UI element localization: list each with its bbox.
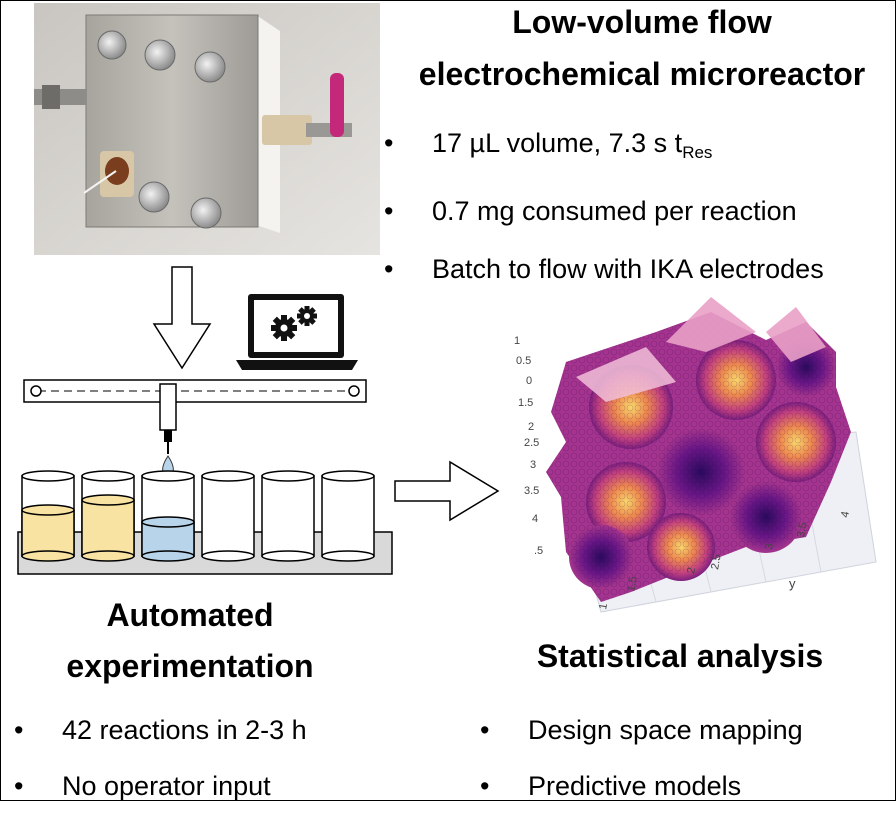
residence-time-subscript: Res <box>682 143 713 162</box>
reactor-bullet: 0.7 mg consumed per reaction <box>384 182 824 240</box>
automation-bullet-list: 42 reactions in 2-3 h No operator input <box>14 702 307 814</box>
automation-title-line2: experimentation <box>66 648 314 684</box>
axis-tick: .5 <box>534 545 543 557</box>
axis-tick: 0.5 <box>516 355 531 367</box>
axis-tick: 1 <box>514 335 520 347</box>
y-axis-label: y <box>789 576 796 591</box>
statistics-title: Statistical analysis <box>536 638 824 674</box>
reactor-title-line1: Low-volume flow <box>512 4 772 40</box>
automation-title-line1: Automated <box>106 597 274 633</box>
reactor-title-line2: electrochemical microreactor <box>418 56 866 92</box>
reactor-photo <box>34 3 380 255</box>
axis-tick: 2 <box>685 566 698 574</box>
right-arrow-icon <box>394 460 500 522</box>
axis-tick: 1.5 <box>518 397 533 409</box>
reactor-bullet: 17 µL volume, 7.3 s tRes <box>384 114 824 182</box>
statistics-bullet-list: Design space mapping Predictive models <box>480 702 803 814</box>
statistics-bullet: Design space mapping <box>480 702 803 758</box>
axis-tick: 3.5 <box>795 521 809 538</box>
automation-illustration <box>14 376 394 582</box>
axis-tick: 3.5 <box>524 485 539 497</box>
automation-bullet: No operator input <box>14 758 307 814</box>
axis-tick: 1 <box>597 602 610 610</box>
down-arrow-icon <box>152 266 212 370</box>
statistics-bullet: Predictive models <box>480 758 803 814</box>
axis-tick: 3 <box>763 542 776 550</box>
axis-tick: 1.5 <box>625 575 639 592</box>
automation-bullet: 42 reactions in 2-3 h <box>14 702 307 758</box>
axis-tick: 0 <box>526 375 532 387</box>
surface-plot: 1 0.5 0 1.5 2 2.5 3 3.5 4 .5 1 1.5 2 2.5… <box>506 292 886 622</box>
laptop-gears-icon <box>234 290 374 376</box>
axis-tick: 2.5 <box>524 437 539 449</box>
axis-tick: 4 <box>532 513 538 525</box>
axis-tick: 3 <box>530 459 536 471</box>
axis-tick: 4 <box>839 510 852 518</box>
axis-tick: 2.5 <box>709 553 723 570</box>
gantry-rail <box>23 379 367 403</box>
reactor-bullet: Batch to flow with IKA electrodes <box>384 240 824 298</box>
reactor-bullet-list: 17 µL volume, 7.3 s tRes 0.7 mg consumed… <box>384 114 824 298</box>
axis-tick: 2 <box>528 421 534 433</box>
